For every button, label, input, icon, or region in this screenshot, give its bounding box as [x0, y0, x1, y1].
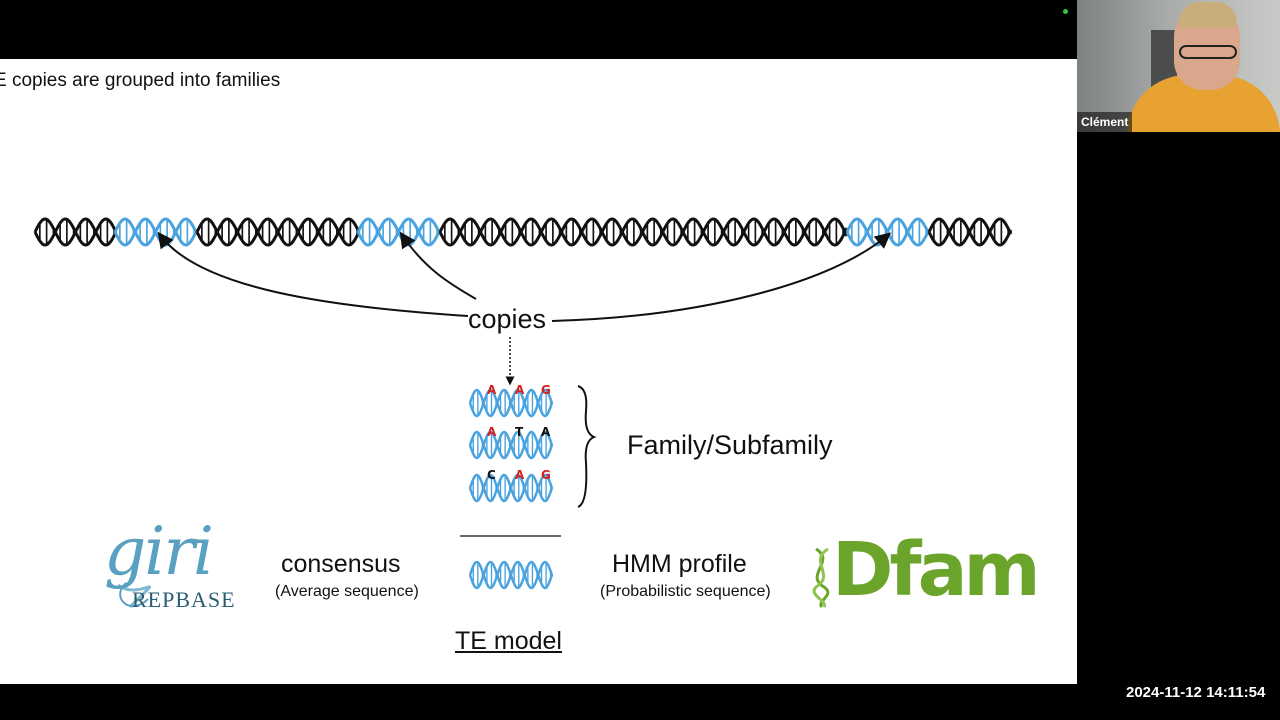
dfam-text: Dfam — [832, 527, 1041, 613]
participant-video-tile[interactable]: Clément — [1077, 0, 1280, 132]
te-model-label: TE model — [455, 627, 562, 655]
te-diagram — [33, 217, 1013, 590]
dna-backbone — [356, 217, 442, 247]
dna-backbone — [845, 217, 931, 247]
dfam-logo: Dfam — [810, 527, 1041, 613]
family-label: Family/Subfamily — [627, 430, 833, 460]
dna-backbone — [468, 388, 554, 418]
participant-name: Clément — [1077, 112, 1133, 132]
giri-repbase-logo: giri REPBASE — [100, 513, 250, 617]
slide-title: E copies are grouped into families — [0, 70, 281, 91]
dna-backbone — [195, 217, 360, 247]
dna-backbone — [113, 217, 199, 247]
giri-helix-icon — [117, 582, 152, 609]
consensus-subtitle: (Average sequence) — [275, 583, 419, 600]
repbase-text: REPBASE — [132, 587, 236, 612]
dna-backbone — [468, 430, 554, 460]
arrow-to-copy-3 — [551, 232, 892, 322]
giri-text: giri — [104, 513, 214, 590]
consensus-label: consensus — [281, 550, 401, 578]
arrow-to-copy-2 — [399, 231, 477, 300]
family-copies — [468, 388, 554, 503]
dna-backbone — [438, 217, 849, 247]
presentation-slide: E copies are grouped into families copie… — [0, 59, 1077, 684]
alignment-base: A — [487, 425, 497, 439]
genome-dna-strand — [33, 217, 1013, 247]
dna-backbone — [438, 217, 849, 247]
recording-indicator-icon — [1063, 9, 1068, 14]
glasses-icon — [1179, 45, 1237, 59]
alignment-base: A — [515, 383, 525, 397]
alignment-base: G — [541, 383, 551, 397]
dna-backbone — [927, 217, 1013, 247]
dfam-helix-icon — [812, 547, 830, 609]
alignment-base: G — [541, 468, 551, 482]
family-brace — [577, 385, 597, 508]
alignment-base: T — [515, 425, 524, 439]
dna-backbone — [468, 560, 554, 590]
alignment-base: C — [487, 468, 496, 482]
dna-backbone — [33, 217, 117, 247]
alignment-base: A — [541, 425, 551, 439]
arrow-to-copy-1 — [157, 231, 469, 317]
alignment-base: A — [515, 468, 525, 482]
copies-label: copies — [468, 304, 547, 334]
te-model-dna — [468, 560, 554, 590]
timestamp: 2024-11-12 14:11:54 — [1126, 684, 1266, 701]
alignment-base: A — [487, 383, 497, 397]
hmm-label: HMM profile — [612, 550, 747, 578]
dna-backbone — [468, 473, 554, 503]
hmm-subtitle: (Probabilistic sequence) — [600, 583, 771, 600]
